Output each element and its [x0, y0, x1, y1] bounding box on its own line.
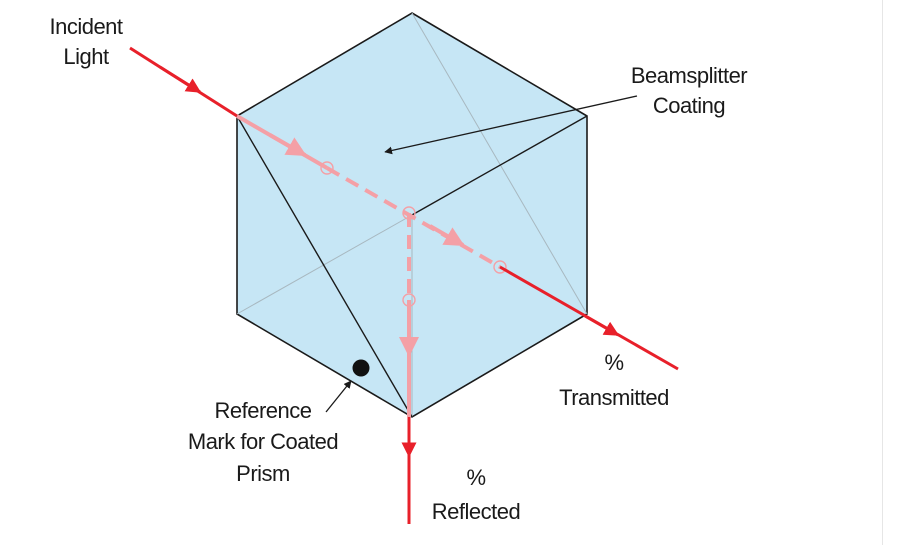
beam-marker-3: [493, 260, 507, 274]
reference-label-line2: Mark for Coated: [188, 429, 338, 454]
reference-pointer: [325, 380, 352, 413]
reflected-label-line2: Reflected: [432, 499, 520, 524]
transmitted-label-line1: %: [604, 350, 623, 375]
beam-marker-1: [320, 161, 334, 175]
incident-beam-arrow: [159, 65, 202, 94]
incident-label-line1: Incident: [49, 14, 122, 39]
coating-pointer: [384, 95, 638, 155]
reference-label-line1: Reference: [214, 398, 311, 423]
coating-label-line1: Beamsplitter: [631, 63, 747, 88]
reflected-label-line1: %: [466, 465, 485, 490]
hidden-edge-top: [411, 12, 588, 315]
reference-label-line3: Prism: [236, 461, 290, 486]
transmitted-inside-arrow: [429, 224, 465, 247]
cube-edge-front-right: [411, 115, 588, 216]
beam-marker-2: [402, 206, 416, 220]
inside-beam-arrow: [269, 133, 307, 157]
coating-label-line2: Coating: [653, 93, 725, 118]
transmitted-label-line2: Transmitted: [559, 385, 669, 410]
reference-mark-dot: [352, 359, 370, 377]
hidden-edge-center-left: [236, 214, 413, 315]
beam-marker-4: [402, 293, 416, 307]
right-divider: [882, 0, 883, 545]
incident-label-line2: Light: [63, 44, 109, 69]
transmitted-beam-arrow: [584, 314, 620, 337]
cube-edge-diagonal: [236, 115, 413, 418]
